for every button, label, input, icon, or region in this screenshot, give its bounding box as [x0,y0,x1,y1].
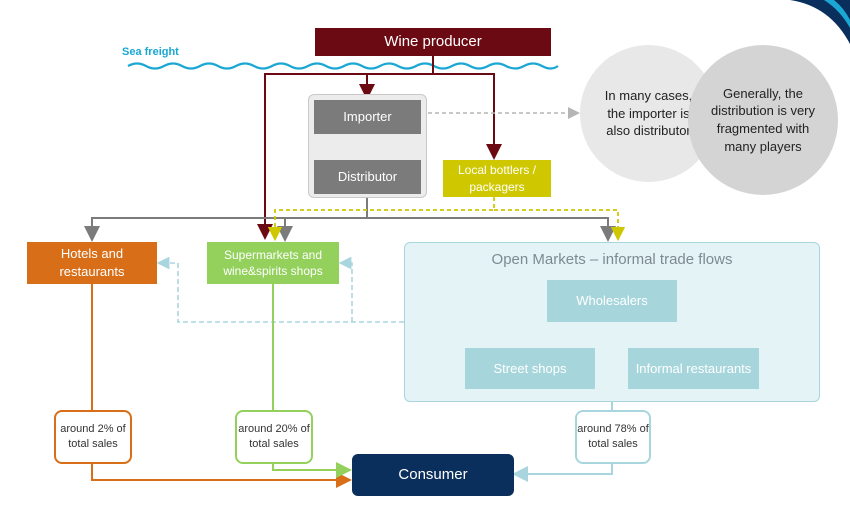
informal-restaurants-node: Informal restaurants [628,348,759,389]
hotels-sales-share: around 2% of total sales [54,410,132,464]
consumer-node: Consumer [352,454,514,496]
street-shops-node: Street shops [465,348,595,389]
open-markets-title: Open Markets – informal trade flows [491,250,733,268]
local-bottlers-node: Local bottlers / packagers [443,160,551,197]
wholesalers-node: Wholesalers [547,280,677,322]
sea-wave [127,62,559,70]
corner-logo-icon [790,0,850,44]
supermarkets-node: Supermarkets and wine&spirits shops [207,242,339,284]
distributor-node: Distributor [314,160,421,194]
sea-freight-label: Sea freight [122,45,179,58]
fragmented-note-circle: Generally, the distribution is very frag… [688,45,838,195]
hotels-restaurants-node: Hotels and restaurants [27,242,157,284]
wine-producer-node: Wine producer [315,28,551,56]
open-markets-sales-share: around 78% of total sales [575,410,651,464]
importer-node: Importer [314,100,421,134]
supermarkets-sales-share: around 20% of total sales [235,410,313,464]
